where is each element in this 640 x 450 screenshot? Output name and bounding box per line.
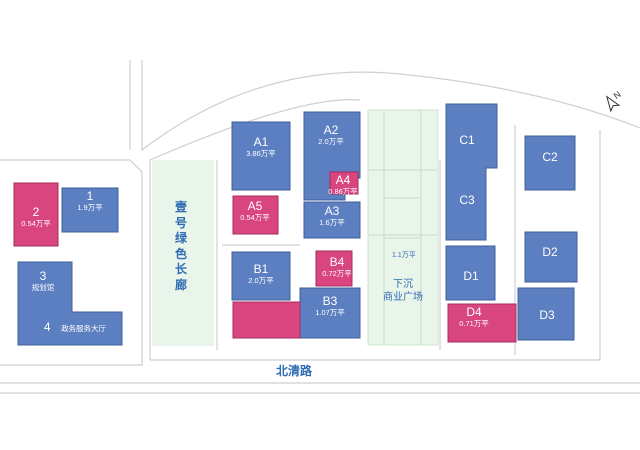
area: 2.0万平	[318, 136, 344, 146]
code: D2	[542, 245, 558, 259]
label-building-B1: B1 2.0万平	[236, 262, 286, 285]
plaza-area	[367, 109, 439, 346]
label-building-A4: A4 0.86万平	[320, 173, 366, 196]
area: 0.54万平	[21, 218, 51, 228]
code: A5	[247, 199, 263, 213]
area: 规划馆	[31, 282, 55, 292]
label-building-C3: C3	[452, 193, 482, 208]
area: 1.9万平	[77, 202, 103, 212]
building-3-4	[17, 261, 123, 346]
area: 3.86万平	[246, 148, 276, 158]
area: 1.07万平	[315, 307, 345, 317]
label-building-1: 1 1.9万平	[70, 189, 110, 212]
code: B3	[322, 294, 338, 308]
code: 4	[43, 320, 51, 334]
area: 0.72万平	[322, 268, 352, 278]
building-B1	[231, 251, 291, 301]
code: A1	[253, 135, 269, 149]
label-building-B3: B3 1.07万平	[305, 294, 355, 317]
label-building-C2: C2	[535, 150, 565, 165]
code: A4	[335, 173, 351, 187]
label-building-A2: A2 2.0万平	[306, 123, 356, 146]
building-B-commercial	[232, 301, 301, 339]
plaza-line1: 下沉	[393, 279, 413, 290]
office-buildings	[17, 103, 578, 346]
code: 3	[39, 269, 47, 283]
code: D1	[463, 269, 479, 283]
building-1	[61, 187, 119, 233]
label-building-A3: A3 1.6万平	[307, 204, 357, 227]
building-D3	[517, 287, 575, 341]
area: 0.54万平	[240, 212, 270, 222]
code: C2	[542, 150, 558, 164]
code: C3	[459, 193, 475, 207]
building-A4	[329, 171, 359, 195]
building-A5	[232, 195, 279, 235]
label-building-4: 4 政务服务大厅	[30, 318, 120, 336]
label-building-D3: D3	[532, 308, 562, 323]
green-corridor-label: 壹号绿色长廊	[174, 200, 187, 292]
road-outlines	[0, 60, 640, 394]
area: 1.6万平	[319, 217, 345, 227]
road-name-label: 北清路	[276, 364, 313, 378]
area: 0.71万平	[459, 318, 489, 328]
building-C1-C3	[445, 103, 498, 241]
plaza-paths	[368, 110, 438, 345]
building-D4	[447, 303, 517, 343]
green-corridor-area	[152, 160, 214, 346]
label-building-3: 3 规划馆	[22, 269, 64, 292]
label-building-D2: D2	[535, 245, 565, 260]
label-building-D1: D1	[456, 269, 486, 284]
code: A3	[324, 204, 340, 218]
plaza-line2: 商业广场	[383, 292, 423, 303]
label-building-B4: B4 0.72万平	[314, 255, 360, 278]
building-D2	[524, 231, 578, 283]
area: 2.0万平	[248, 275, 274, 285]
code: D3	[539, 308, 555, 322]
plaza-area-label: 1.1万平	[392, 252, 416, 259]
code: A2	[323, 123, 339, 137]
building-C2	[524, 135, 576, 191]
building-A1	[231, 121, 291, 191]
label-building-D4: D4 0.71万平	[452, 305, 496, 328]
building-B4	[315, 250, 353, 287]
label-building-2: 2 0.54万平	[16, 205, 56, 228]
building-D1	[445, 245, 496, 301]
area: 政务服务大厅	[61, 324, 107, 333]
code: 1	[86, 189, 94, 203]
code: C1	[459, 133, 475, 147]
building-2	[13, 182, 59, 247]
code: B1	[253, 262, 269, 276]
code: 2	[32, 205, 40, 219]
plaza-name-label: 下沉 商业广场	[383, 278, 423, 304]
code: D4	[466, 305, 482, 319]
area: 0.86万平	[328, 186, 358, 196]
building-A3	[303, 201, 361, 239]
code: B4	[329, 255, 345, 269]
label-building-C1: C1	[452, 133, 482, 148]
label-building-A1: A1 3.86万平	[236, 135, 286, 158]
label-building-A5: A5 0.54万平	[232, 199, 278, 222]
commercial-buildings	[13, 171, 517, 343]
